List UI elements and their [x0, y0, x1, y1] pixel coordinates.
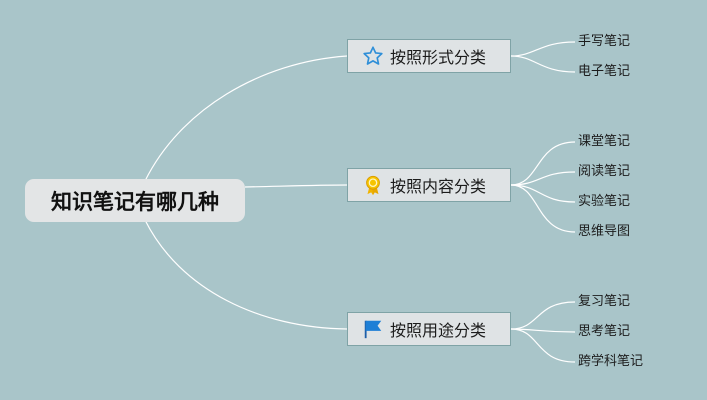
root-label: 知识笔记有哪几种 — [51, 189, 219, 214]
award-ribbon-icon — [362, 174, 384, 196]
branch-label: 按照形式分类 — [390, 48, 487, 67]
connector-b2-leaf-1 — [510, 141, 576, 186]
connector-b2-leaf-2 — [510, 171, 576, 186]
leaf-node[interactable]: 阅读笔记 — [578, 164, 631, 179]
connector-b3-leaf-1 — [510, 301, 576, 330]
leaf-node[interactable]: 手写笔记 — [578, 34, 631, 49]
leaf-node[interactable]: 复习笔记 — [578, 294, 631, 309]
leaf-node[interactable]: 电子笔记 — [578, 64, 631, 79]
leaf-node[interactable]: 跨学科笔记 — [578, 354, 644, 369]
connector-b2-leaf-4 — [510, 184, 576, 233]
leaf-node[interactable]: 思考笔记 — [578, 324, 631, 339]
connector-root-branch-3 — [144, 219, 348, 330]
connector-b2-leaf-3 — [510, 184, 576, 203]
connector-b1-leaf-1 — [510, 41, 576, 57]
leaf-node[interactable]: 实验笔记 — [578, 194, 631, 209]
branch-node-content[interactable]: 按照内容分类 — [347, 168, 511, 202]
connector-b1-leaf-2 — [510, 55, 576, 73]
leaf-node[interactable]: 课堂笔记 — [578, 134, 631, 149]
branch-label: 按照内容分类 — [390, 177, 487, 196]
leaf-node[interactable]: 思维导图 — [578, 224, 631, 239]
branch-node-purpose[interactable]: 按照用途分类 — [347, 312, 511, 346]
connector-root-branch-1 — [144, 55, 348, 182]
connector-root-branch-2 — [244, 184, 348, 188]
branch-node-form[interactable]: 按照形式分类 — [347, 39, 511, 73]
connector-b3-leaf-3 — [510, 328, 576, 363]
root-node[interactable]: 知识笔记有哪几种 — [25, 179, 245, 222]
branch-label: 按照用途分类 — [390, 321, 487, 340]
flag-icon — [362, 318, 384, 340]
star-outline-icon — [362, 45, 384, 67]
